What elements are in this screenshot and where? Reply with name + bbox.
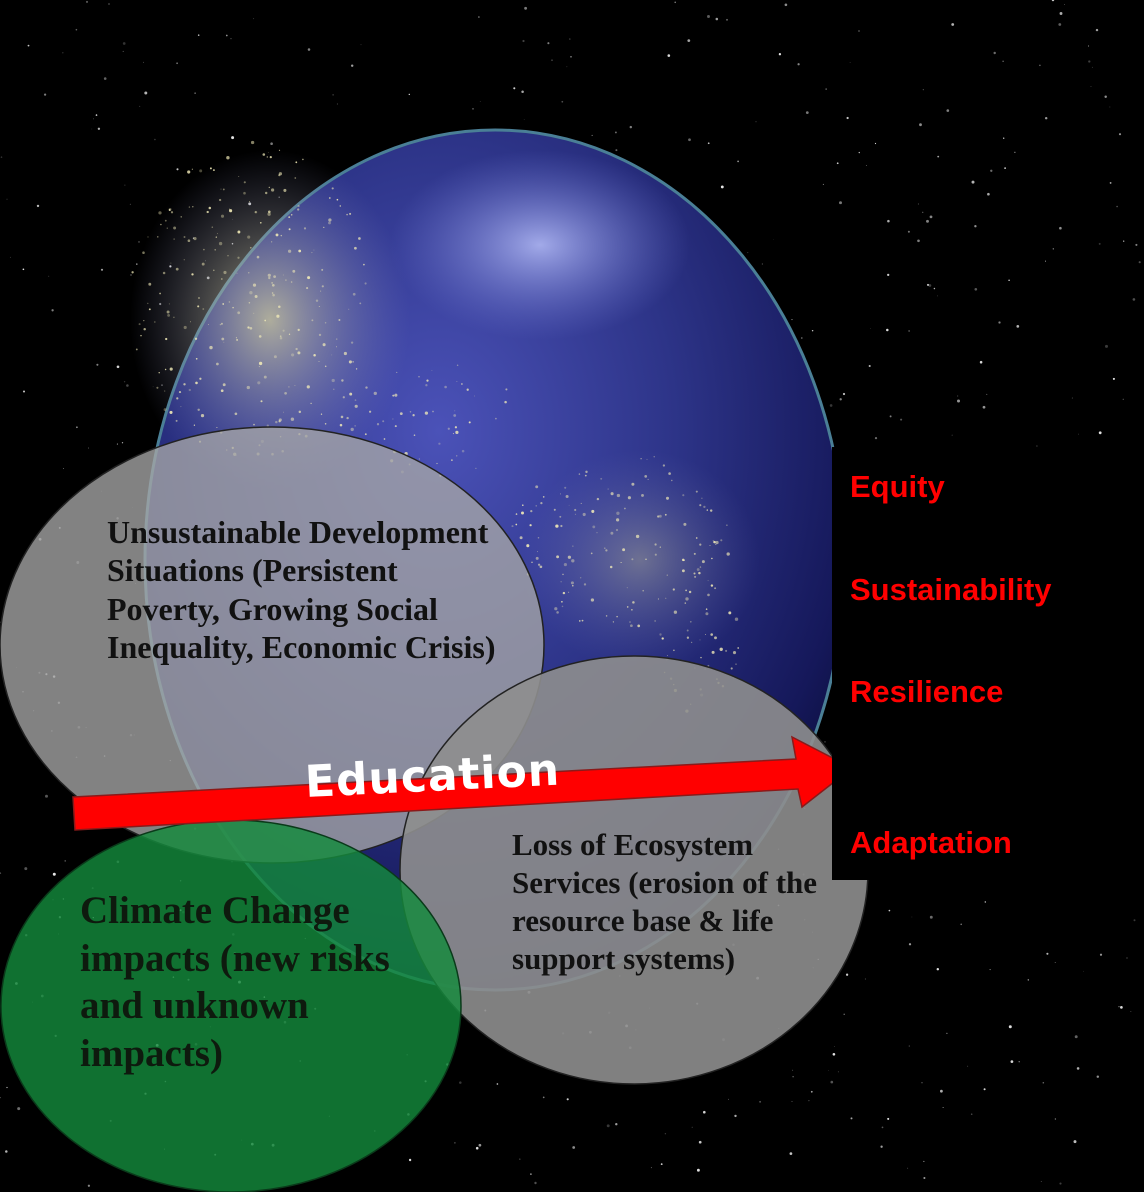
outcomes-panel: Equity Sustainability Resilience Adaptat… [832,447,1144,880]
outcome-resilience: Resilience [850,674,1004,709]
outcome-adaptation: Adaptation [850,825,1012,860]
outcome-equity: Equity [850,469,945,504]
education-arrow [72,735,854,831]
climate-change-text: Climate Change impacts (new risks and un… [80,889,390,1075]
unsustainable-development-text: Unsustainable Development Situations (Pe… [107,514,496,666]
ecosystem-loss-text: Loss of Ecosystem Services (erosion of t… [512,827,818,977]
outcome-sustainability: Sustainability [850,572,1052,607]
